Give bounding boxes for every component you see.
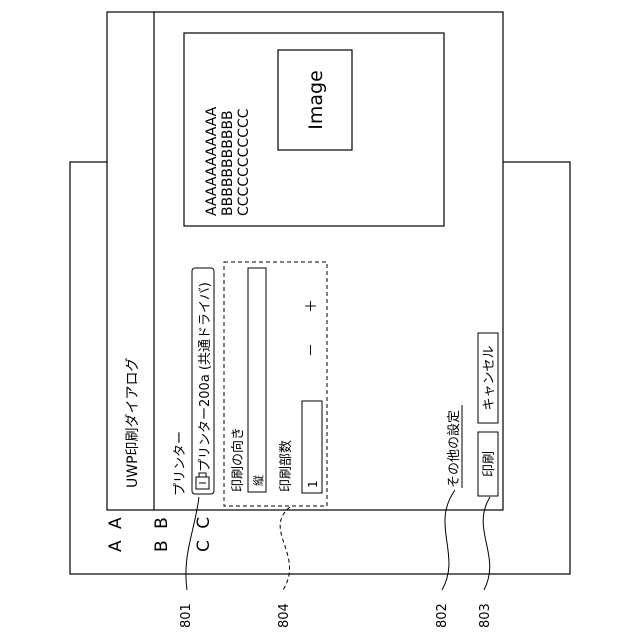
reference-802: 802	[435, 603, 450, 628]
preview-text-line-3: CCCCCCCCCCC	[236, 108, 252, 216]
uwp-print-dialog: UWP印刷ダイアログ プリンター プリンター200a (共通ドライバ) 印刷の向…	[107, 12, 503, 510]
reference-804: 804	[277, 603, 292, 628]
orientation-select-value: 縦	[252, 475, 265, 486]
print-button-label: 印刷	[482, 451, 497, 477]
printer-label: プリンター	[173, 431, 188, 496]
copies-label: 印刷部数	[279, 440, 294, 492]
preview-image-label: Image	[305, 70, 327, 130]
preview-text-line-2: BBBBBBBBBBB	[220, 110, 236, 216]
reference-803: 803	[478, 603, 493, 628]
preview-text-line-1: AAAAAAAAAAA	[204, 106, 220, 216]
other-settings-link[interactable]: その他の設定	[446, 410, 462, 488]
cancel-button-label: キャンセル	[482, 345, 497, 410]
background-letter-row-b: B B	[152, 514, 172, 552]
copies-input[interactable]	[302, 401, 322, 493]
copies-input-value: 1	[306, 480, 320, 488]
cancel-button[interactable]: キャンセル	[478, 333, 498, 423]
copies-increment-button[interactable]: ＋	[304, 299, 320, 313]
background-letter-row-a: A A	[106, 514, 126, 552]
background-letter-row-c: C C	[194, 514, 214, 552]
background-letters: A A B B C C	[106, 514, 214, 552]
copies-decrement-button[interactable]: －	[304, 343, 320, 357]
print-button[interactable]: 印刷	[478, 432, 498, 496]
printer-select-value: プリンター200a (共通ドライバ)	[198, 282, 213, 472]
printer-select[interactable]: プリンター200a (共通ドライバ)	[192, 268, 214, 494]
orientation-select[interactable]	[248, 268, 266, 492]
dialog-title: UWP印刷ダイアログ	[125, 357, 141, 488]
orientation-label: 印刷の向き	[230, 427, 246, 492]
reference-801: 801	[179, 603, 194, 628]
